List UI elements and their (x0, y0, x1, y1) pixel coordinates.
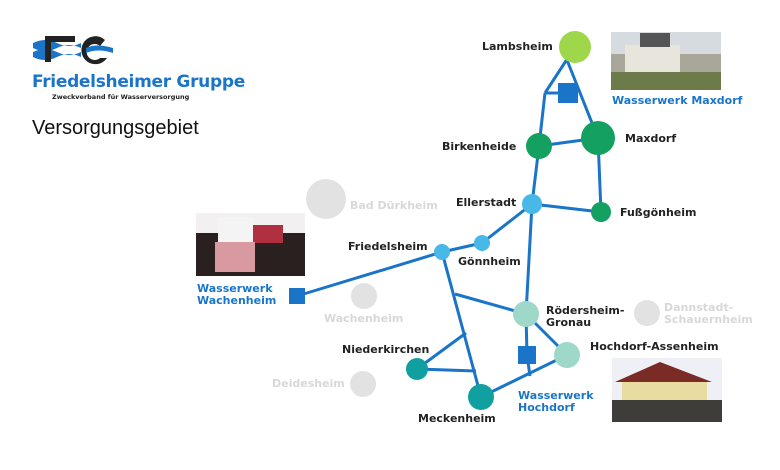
node-friedelsheim[interactable] (434, 244, 450, 260)
label-waterworks-hochdorf: Wasserwerk (518, 389, 594, 402)
node-ellerstadt[interactable] (522, 194, 542, 214)
node-birkenheide[interactable] (526, 133, 552, 159)
label-meckenheim: Meckenheim (418, 412, 496, 425)
label-wachenheim: Wachenheim (324, 312, 403, 325)
label-waterworks-maxdorf: Wasserwerk Maxdorf (612, 94, 743, 107)
label-gronau: Gronau (546, 316, 591, 329)
brand-subtitle: Zweckverband für Wasserversorgung (52, 93, 190, 101)
label-lambsheim: Lambsheim (482, 40, 553, 53)
label-maxdorf: Maxdorf (625, 132, 676, 145)
label-hochdorf-assenheim: Hochdorf-Assenheim (590, 340, 719, 353)
photo-waterworks-maxdorf (611, 32, 721, 90)
page-title: Versorgungsgebiet (32, 117, 199, 139)
node-lambsheim[interactable] (559, 31, 591, 63)
label-schauernheim: Schauernheim (664, 313, 753, 326)
photo-waterworks-hochdorf (612, 358, 722, 422)
label-dannstadt: Dannstadt- (664, 301, 733, 314)
inactive-towns: Bad Dürkheim Wachenheim Dannstadt- Schau… (272, 179, 753, 397)
label-niederkirchen: Niederkirchen (342, 343, 429, 356)
label-deidesheim: Deidesheim (272, 377, 345, 390)
label-goennheim: Gönnheim (458, 255, 521, 268)
label-birkenheide: Birkenheide (442, 140, 516, 153)
label-roedersheim: Rödersheim- (546, 304, 624, 317)
label-fussgoenheim: Fußgönheim (620, 206, 697, 219)
label-friedelsheim: Friedelsheim (348, 240, 428, 253)
label-waterworks-hochdorf-2: Hochdorf (518, 401, 575, 414)
node-maxdorf[interactable] (581, 121, 615, 155)
label-ellerstadt: Ellerstadt (456, 196, 516, 209)
logo-icon (33, 36, 113, 65)
brand-name: Friedelsheimer Gruppe (32, 72, 245, 92)
label-waterworks-wachenheim: Wasserwerk (197, 282, 273, 295)
label-bad-duerkheim: Bad Dürkheim (350, 199, 438, 212)
node-meckenheim[interactable] (468, 384, 494, 410)
label-waterworks-wachenheim-2: Wachenheim (197, 294, 276, 307)
photo-waterworks-wachenheim (196, 213, 305, 276)
waterworks-maxdorf-marker[interactable] (558, 83, 578, 103)
node-fussgoenheim[interactable] (591, 202, 611, 222)
town-labels: Lambsheim Birkenheide Maxdorf Fußgönheim… (197, 40, 743, 425)
node-roedersheim[interactable] (513, 301, 539, 327)
waterworks-hochdorf-marker[interactable] (518, 346, 536, 364)
node-niederkirchen[interactable] (406, 358, 428, 380)
waterworks-wachenheim-marker[interactable] (289, 288, 305, 304)
towns (289, 31, 615, 410)
node-goennheim[interactable] (474, 235, 490, 251)
node-hochdorf-assenheim[interactable] (554, 342, 580, 368)
